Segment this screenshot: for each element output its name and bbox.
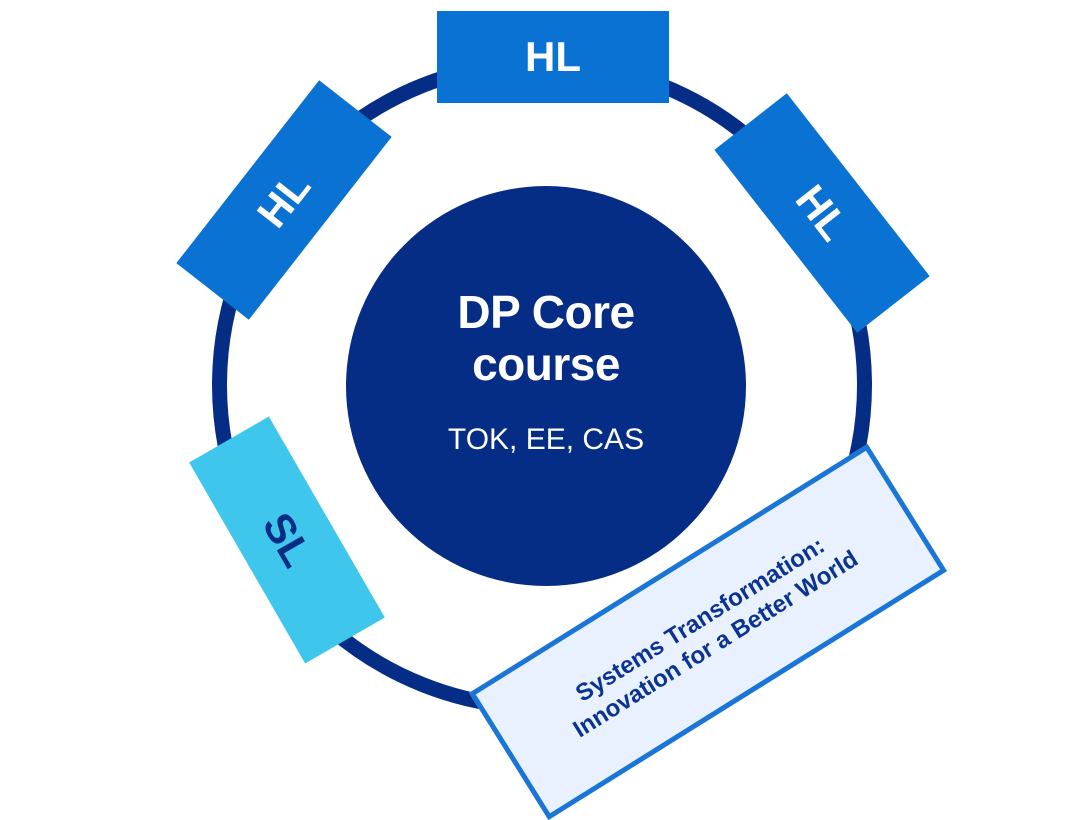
- core-circle: DP Core course TOK, EE, CAS: [346, 186, 746, 586]
- core-title-line-1: DP Core: [457, 286, 635, 338]
- hl-box-top: HL: [437, 11, 669, 103]
- core-title: DP Core course: [346, 286, 746, 390]
- core-subtitle: TOK, EE, CAS: [447, 423, 645, 456]
- dp-diagram: DP Core course TOK, EE, CAS HL HL HL SL …: [176, 11, 948, 820]
- core-title-line-2: course: [472, 338, 620, 390]
